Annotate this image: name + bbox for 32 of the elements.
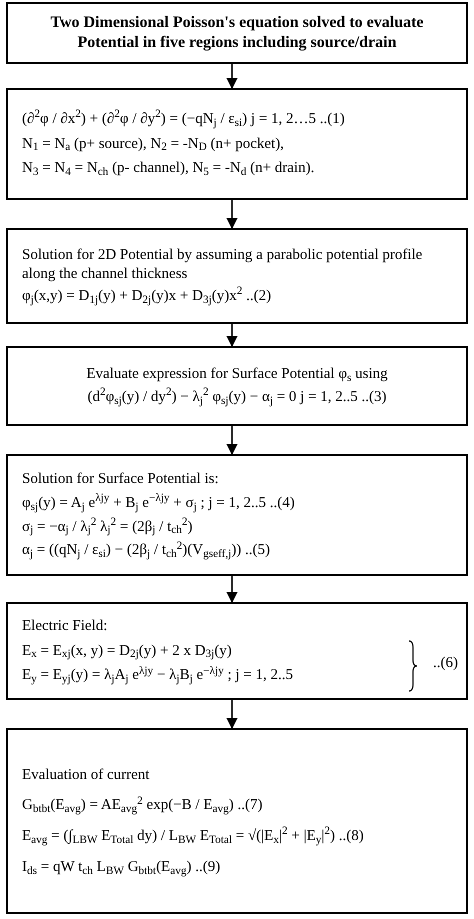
equation-text: N$_{3}$ = N$_{4}$ = N$_{ch}$ (p- channel), N$_{5}$ = -N$_{d}$ (n+ drain). bbox=[22, 159, 316, 178]
process-box bbox=[6, 2, 468, 64]
arrow bbox=[226, 426, 238, 456]
equation-text: G$_{btbt}$(E$_{avg}$) = AE$_{avg}$$^{2}$ exp(−B / E$_{avg}$) ..(7) bbox=[22, 796, 264, 815]
equation-text: (∂$^{2}$φ / ∂x$^{2}$) + (∂$^{2}$φ / ∂y$^{2}$) = (−qN$_{j}$ / ε$_{si}$) j = 1, 2…5 ..(1) bbox=[22, 110, 346, 129]
step-text: Evaluation of current bbox=[22, 766, 150, 784]
arrow bbox=[226, 200, 238, 230]
process-box bbox=[6, 602, 468, 700]
process-box bbox=[6, 454, 468, 576]
arrow bbox=[226, 324, 238, 348]
arrow bbox=[226, 700, 238, 730]
step-text: Two Dimensional Poisson's equation solved to evaluate Potential in five regions including source/drain bbox=[49, 13, 425, 53]
equation-text: N$_{1}$ = N$_{a}$ (p+ source), N$_{2}$ = -N$_{D}$ (n+ pocket), bbox=[22, 134, 285, 154]
equation-text: σ$_{j}$ = −α$_{j}$ / λ$_{j}$$^{2}$ λ$_{j}$$^{2}$ = (2β$_{j}$ / t$_{ch}$$^{2}$) bbox=[22, 518, 194, 536]
equation-text: E$_{avg}$ = (∫$_{LBW}$ E$_{Total}$ dy) / L$_{BW}$ E$_{Total}$ = √(|E$_{x}$|$^{2}$ + |E$_{y}$|$^{2}$) ..(8) bbox=[22, 827, 365, 846]
process-box bbox=[6, 728, 468, 914]
equation-text: E$_{x}$ = E$_{xj}$(x, y) = D$_{2j}$(y) + 2 x D$_{3j}$(y) bbox=[22, 642, 233, 660]
process-box bbox=[6, 346, 468, 426]
process-box bbox=[6, 88, 468, 200]
equation-number: ..(6) bbox=[433, 654, 458, 673]
step-text: Solution for Surface Potential is: bbox=[22, 470, 220, 489]
step-text: Evaluate expression for Surface Potential φ$_{s}$ using bbox=[86, 365, 388, 384]
equation-text: E$_{y}$ = E$_{yj}$(y) = λ$_{j}$A$_{j}$ e$^{λjy}$ − λ$_{j}$B$_{j}$ e$^{−λjy}$ ; j = 1, 2..5 bbox=[22, 666, 294, 686]
equation-text: φ$_{j}$(x,y) = D$_{1j}$(y) + D$_{2j}$(y)x + D$_{3j}$(y)x$^{2}$ ..(2) bbox=[22, 286, 272, 306]
arrow bbox=[226, 64, 238, 90]
equation-text: α$_{j}$ = ((qN$_{j}$ / ε$_{si}$) − (2β$_{j}$ / t$_{ch}$$^{2}$)(V$_{gseff,j}$)) ..(5) bbox=[22, 541, 272, 560]
process-box bbox=[6, 228, 468, 324]
equation-text: φ$_{sj}$(y) = A$_{j}$ e$^{λjy}$ + B$_{j}$ e$^{−λjy}$ + σ$_{j}$ ; j = 1, 2..5 ..(4) bbox=[22, 494, 296, 512]
arrow bbox=[226, 576, 238, 604]
step-text: Electric Field: bbox=[22, 616, 108, 636]
equation-text: (d$^{2}$φ$_{sj}$(y) / dy$^{2}$) − λ$_{j}$$^{2}$ φ$_{sj}$(y) − α$_{j}$ = 0 j = 1, 2..5 ..(3) bbox=[87, 388, 387, 407]
equation-text: I$_{ds}$ = qW t$_{ch}$ L$_{BW}$ G$_{btbt}$(E$_{avg}$) ..(9) bbox=[22, 858, 222, 876]
